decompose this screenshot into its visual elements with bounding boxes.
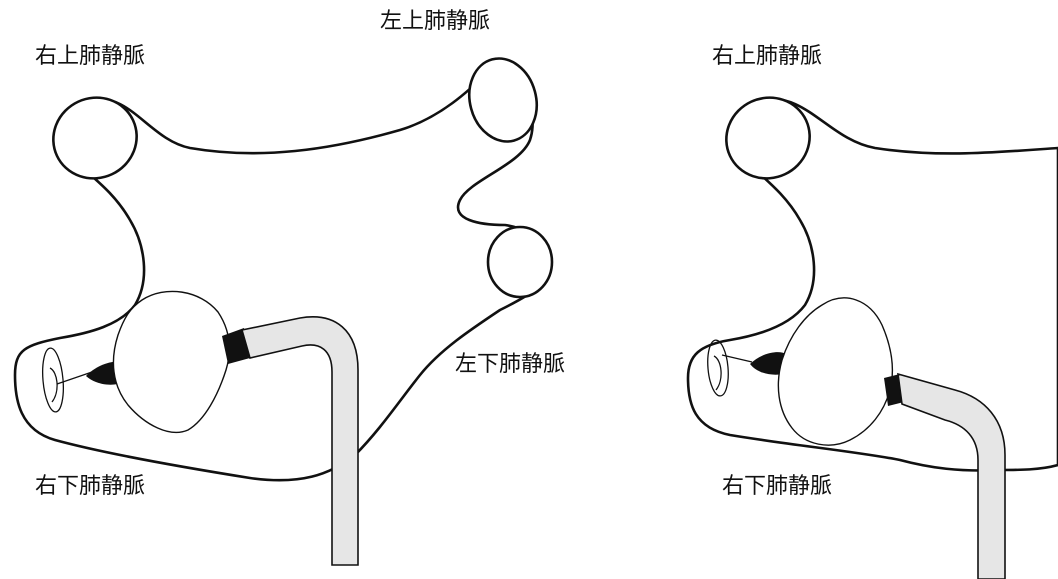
label-right-upper-pulmonary-vein: 右上肺静脈 <box>35 44 145 69</box>
right-atrium-diagram <box>688 84 1058 579</box>
left-lower-vein-ring <box>488 227 552 297</box>
label-left-upper-pulmonary-vein: 左上肺静脈 <box>380 9 490 34</box>
label-left-lower-pulmonary-vein: 左下肺静脈 <box>455 352 565 377</box>
label-right-lower-pulmonary-vein-2: 右下肺静脈 <box>722 474 832 499</box>
label-right-upper-pulmonary-vein-2: 右上肺静脈 <box>712 44 822 69</box>
label-right-lower-pulmonary-vein: 右下肺静脈 <box>35 474 145 499</box>
